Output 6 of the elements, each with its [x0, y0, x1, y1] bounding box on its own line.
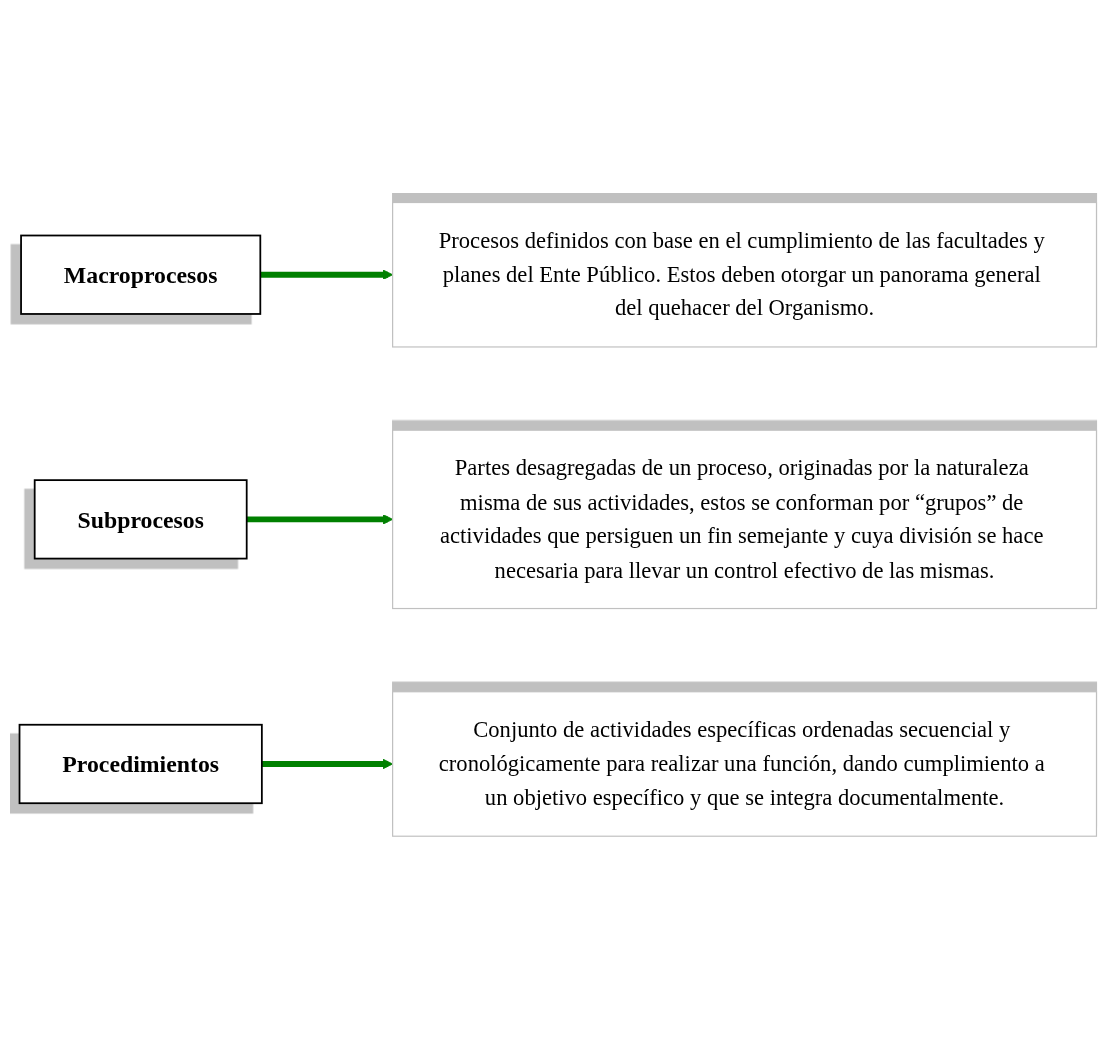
node-box: [392, 690, 1098, 837]
node-box: [392, 429, 1098, 609]
node-box: [18, 723, 263, 804]
node-box: [20, 234, 262, 315]
node-box: [33, 478, 248, 560]
node-box: [392, 201, 1098, 348]
